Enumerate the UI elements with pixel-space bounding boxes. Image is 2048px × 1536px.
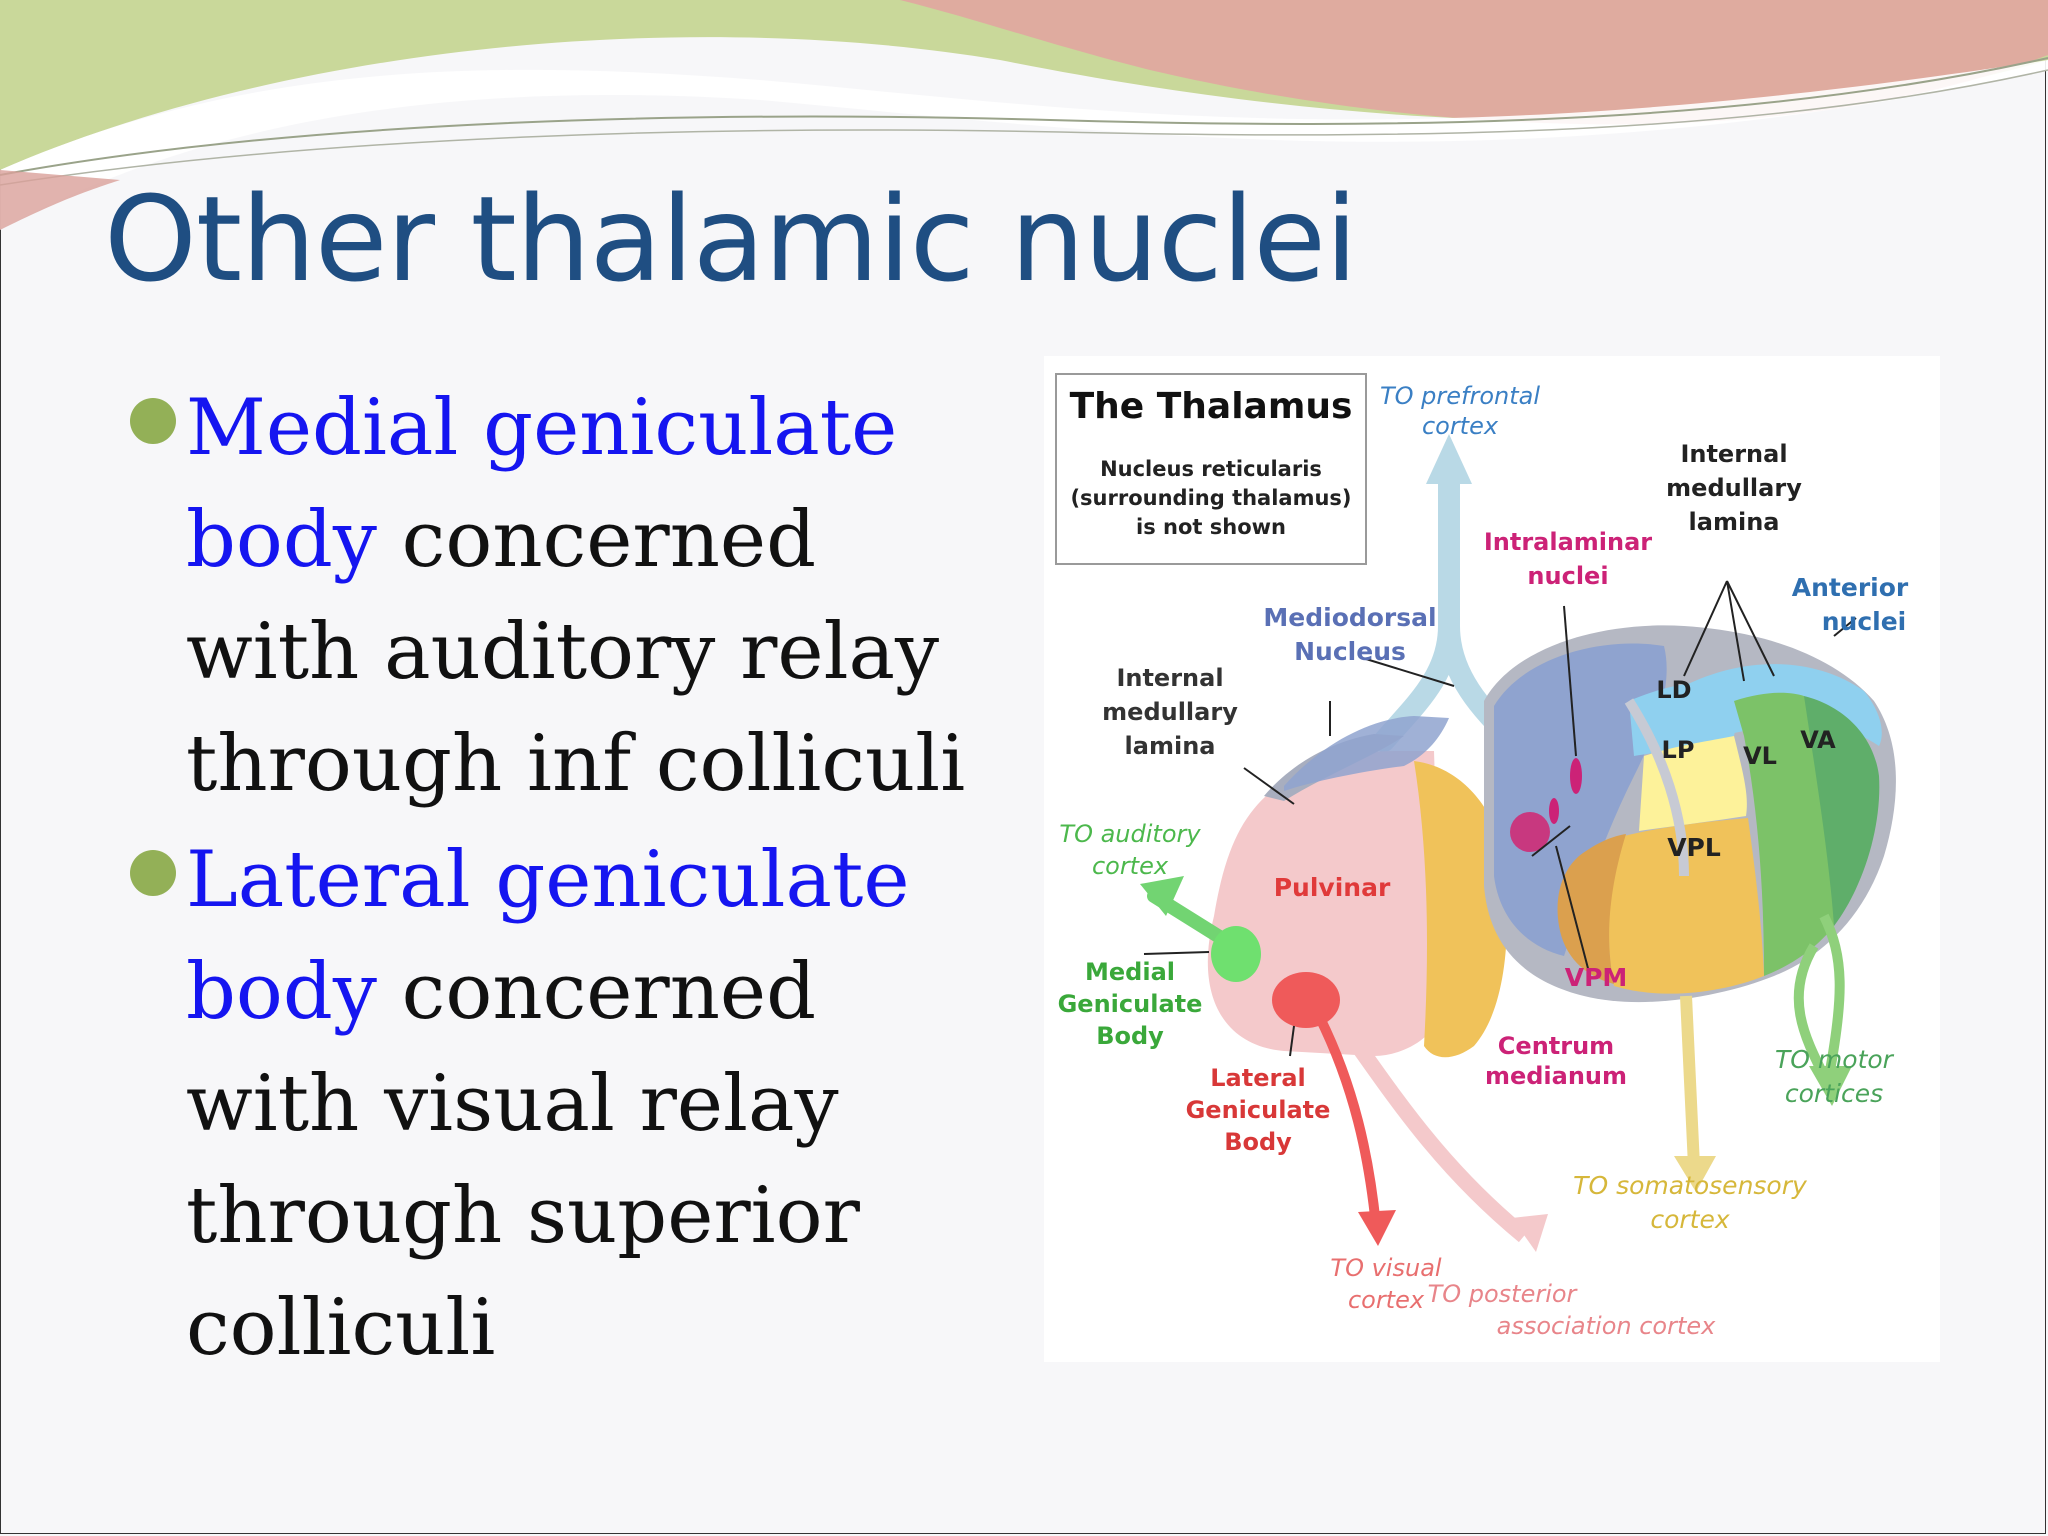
- label-mgb: Body: [1096, 1022, 1164, 1050]
- thalamus-diagram: The Thalamus Nucleus reticularis (surrou…: [1044, 356, 1940, 1362]
- label-internal-lamina-left: lamina: [1125, 732, 1216, 760]
- label-va: VA: [1800, 726, 1836, 754]
- label-auditory: TO auditory: [1059, 820, 1201, 848]
- label-mgb: Geniculate: [1058, 990, 1203, 1018]
- label-internal-lamina-left: Internal: [1116, 664, 1223, 692]
- mediodorsal-posterior-cap: [1284, 716, 1449, 791]
- somatosensory-arrow: [1680, 995, 1700, 1167]
- legend-note-line: Nucleus reticularis: [1100, 457, 1322, 481]
- va-region: [1804, 696, 1880, 926]
- label-vl: VL: [1743, 742, 1777, 770]
- visual-arrow: [1314, 1013, 1381, 1227]
- somatosensory-arrow-head: [1674, 1156, 1716, 1192]
- label-vpl: VPL: [1667, 833, 1721, 862]
- slide-title: Other thalamic nuclei: [104, 170, 1358, 308]
- bullet-text: concerned: [376, 947, 817, 1037]
- pointer-lines: [1143, 580, 1857, 1057]
- label-prefrontal: TO prefrontal: [1380, 382, 1540, 410]
- lateral-posterior-strip: [1414, 761, 1507, 1058]
- lgb-dot: [1272, 972, 1340, 1028]
- bullet-item-lgb: Lateral geniculate body concerned with v…: [130, 824, 1010, 1384]
- label-lp: LP: [1662, 736, 1695, 764]
- label-posterior: TO posterior: [1428, 1280, 1579, 1308]
- bullet-text: with visual relay: [186, 1059, 839, 1149]
- label-lgb: Geniculate: [1186, 1096, 1331, 1124]
- label-pulvinar: Pulvinar: [1274, 873, 1391, 902]
- lp-region: [1639, 736, 1747, 831]
- mgb-dot: [1211, 926, 1261, 982]
- label-somatosensory: TO somatosensory: [1573, 1171, 1808, 1200]
- label-motor: cortices: [1785, 1079, 1883, 1108]
- bullet-dot-icon: [130, 850, 176, 896]
- posterior-association-arrow-head: [1512, 1214, 1548, 1252]
- intralaminar-nucleus: [1549, 798, 1559, 824]
- label-lgb: Lateral: [1210, 1064, 1306, 1092]
- header-swoosh-decoration: [0, 0, 2048, 230]
- label-visual: cortex: [1348, 1286, 1425, 1314]
- label-lgb: Body: [1224, 1128, 1292, 1156]
- ld-region: [1629, 681, 1744, 756]
- label-auditory: cortex: [1092, 852, 1169, 880]
- label-motor: TO motor: [1775, 1045, 1895, 1074]
- intralaminar-nucleus: [1570, 758, 1582, 794]
- legend-note-line: (surrounding thalamus): [1070, 486, 1351, 510]
- label-ld: LD: [1656, 676, 1691, 704]
- label-anterior-nuclei: nuclei: [1822, 607, 1907, 636]
- label-mediodorsal: Nucleus: [1294, 637, 1406, 666]
- bullet-item-mgb: Medial geniculate body concerned with au…: [130, 372, 1010, 820]
- bullet-highlight: body: [186, 495, 377, 585]
- label-internal-lamina-right: Internal: [1680, 440, 1787, 468]
- legend-note-line: is not shown: [1136, 515, 1286, 539]
- legend-title: The Thalamus: [1070, 386, 1353, 427]
- mediodorsal-region: [1494, 643, 1667, 956]
- bullet-text: colliculi: [186, 1283, 496, 1373]
- label-mediodorsal: Mediodorsal: [1263, 603, 1436, 632]
- legend-box: [1055, 373, 1367, 565]
- auditory-arrow-head: [1140, 876, 1184, 916]
- bullet-highlight: Lateral geniculate: [186, 835, 910, 925]
- bullet-text: through superior: [186, 1171, 860, 1261]
- label-intralaminar: nuclei: [1527, 562, 1608, 590]
- posterior-association-arrow: [1337, 1021, 1530, 1243]
- label-mgb: Medial: [1085, 958, 1175, 986]
- label-anterior-nuclei: Anterior: [1792, 573, 1909, 602]
- vl-region: [1734, 692, 1834, 976]
- label-visual: TO visual: [1330, 1254, 1441, 1282]
- label-posterior: association cortex: [1497, 1312, 1716, 1340]
- visual-arrow-head: [1358, 1210, 1396, 1246]
- bullet-list: Medial geniculate body concerned with au…: [130, 372, 1010, 1388]
- label-prefrontal: cortex: [1422, 412, 1499, 440]
- label-centrum-medianum: Centrum: [1498, 1032, 1614, 1060]
- vpm-region: [1557, 834, 1626, 984]
- bullet-text: concerned: [376, 495, 817, 585]
- pulvinar-region: [1207, 751, 1442, 1056]
- prefrontal-arrow-head: [1426, 434, 1472, 484]
- bullet-dot-icon: [130, 398, 176, 444]
- vpl-region: [1608, 818, 1764, 994]
- bullet-text: with auditory relay: [186, 607, 940, 697]
- bullet-highlight: Medial geniculate: [186, 383, 898, 473]
- label-internal-lamina-left: medullary: [1102, 698, 1238, 726]
- label-somatosensory: cortex: [1650, 1205, 1730, 1234]
- motor-arrow-head: [1809, 1066, 1852, 1106]
- thalamus-diagram-svg: The Thalamus Nucleus reticularis (surrou…: [1055, 373, 1909, 1340]
- label-internal-lamina-right: lamina: [1689, 508, 1780, 536]
- label-vpm: VPM: [1565, 963, 1628, 992]
- internal-lamina-right-line: [1624, 698, 1689, 877]
- centrum-medianum-dot: [1510, 812, 1550, 852]
- bullet-text: through inf colliculi: [186, 719, 966, 809]
- label-internal-lamina-right: medullary: [1666, 474, 1802, 502]
- motor-arrow: [1793, 913, 1845, 1079]
- label-intralaminar: Intralaminar: [1484, 528, 1652, 556]
- bullet-highlight: body: [186, 947, 377, 1037]
- label-centrum-medianum: medianum: [1485, 1062, 1627, 1090]
